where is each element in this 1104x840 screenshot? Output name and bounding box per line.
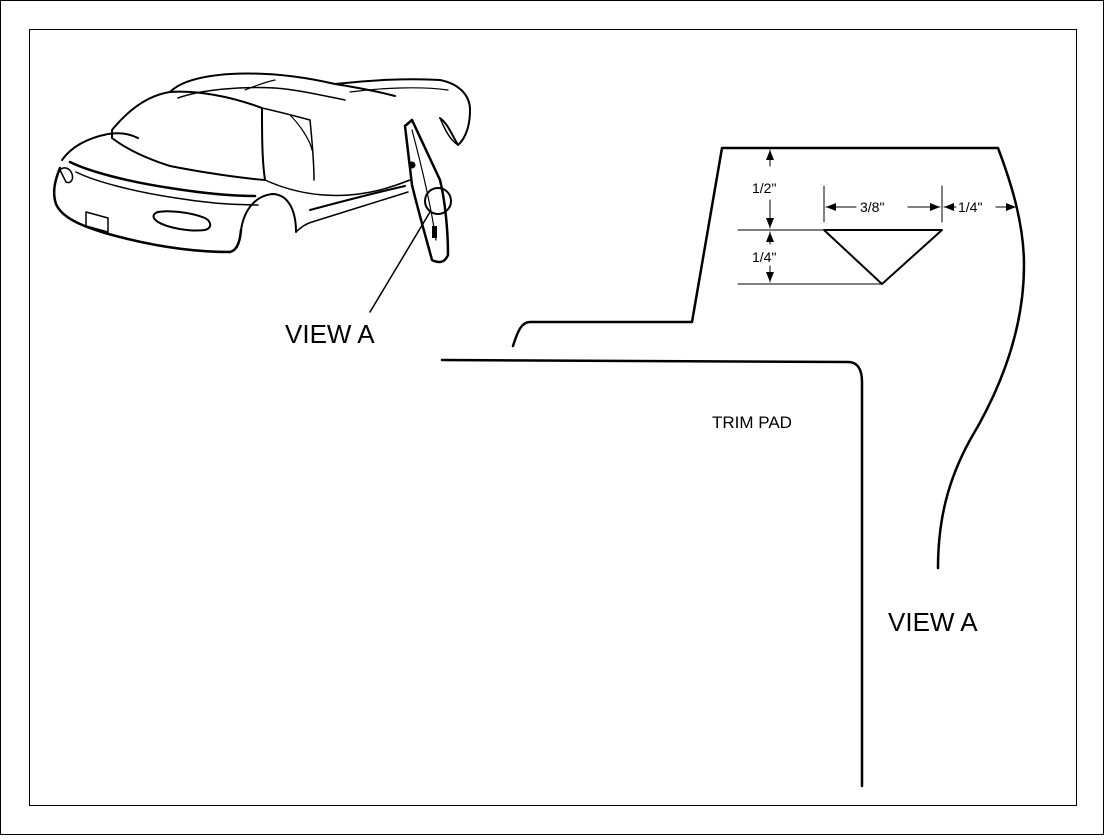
car-fog-lamp bbox=[152, 210, 212, 232]
view-a-callout-label: VIEW A bbox=[285, 319, 375, 349]
car-hood-crease bbox=[68, 160, 257, 198]
car-door-clip bbox=[432, 226, 437, 238]
dim-top-height-label: 1/2" bbox=[752, 180, 776, 196]
car-door-fastener bbox=[408, 161, 416, 169]
car-headlamp bbox=[59, 167, 74, 184]
inner-frame bbox=[29, 29, 1077, 806]
arrow-edge-left bbox=[944, 203, 954, 211]
trim-pad-outline bbox=[440, 358, 864, 788]
view-a-leader-line bbox=[369, 211, 431, 313]
car-rocker-lower bbox=[311, 191, 409, 223]
arrow-half-top bbox=[766, 150, 774, 160]
arrow-threeeighths-right bbox=[930, 203, 940, 211]
car-front-sill bbox=[295, 221, 313, 233]
car-hood-front bbox=[61, 132, 139, 161]
car-door-panel bbox=[403, 118, 450, 264]
car-side-line bbox=[264, 179, 411, 197]
view-a-circle bbox=[424, 187, 452, 215]
car-license-plate bbox=[85, 211, 109, 233]
car-roof-seam bbox=[244, 79, 276, 91]
car-rear-wheel-arch bbox=[439, 117, 459, 146]
dim-notch-height-label: 1/4" bbox=[752, 249, 776, 265]
car-roof-front bbox=[169, 72, 396, 97]
arrow-half-bottom bbox=[766, 218, 774, 228]
car-roof-panel bbox=[177, 86, 346, 101]
car-hood-crease-lower bbox=[75, 171, 259, 206]
dimension-arrowheads bbox=[766, 150, 1016, 282]
trim-pad-label: TRIM PAD bbox=[712, 413, 792, 432]
car-front-bumper bbox=[52, 166, 243, 254]
arrow-quarter-top bbox=[766, 232, 774, 242]
arrow-threeeighths-left bbox=[826, 203, 836, 211]
car-c-pillar bbox=[261, 107, 315, 181]
arrow-quarter-bottom bbox=[766, 272, 774, 282]
car-windshield bbox=[111, 90, 266, 181]
dim-notch-width-label: 3/8" bbox=[860, 199, 884, 215]
car-illustration bbox=[52, 72, 471, 313]
arrow-edge-right bbox=[1006, 203, 1016, 211]
dim-edge-offset-label: 1/4" bbox=[958, 199, 982, 215]
car-hatch-line bbox=[349, 87, 449, 93]
detail-view-a bbox=[440, 146, 1026, 788]
car-side-window bbox=[289, 114, 313, 151]
door-edge-profile bbox=[511, 146, 1026, 570]
car-rear-hatch bbox=[334, 78, 471, 146]
car-front-wheel-arch bbox=[240, 193, 297, 233]
notch-triangle bbox=[823, 229, 943, 285]
view-a-detail-label: VIEW A bbox=[888, 607, 978, 637]
car-rocker bbox=[309, 185, 406, 211]
